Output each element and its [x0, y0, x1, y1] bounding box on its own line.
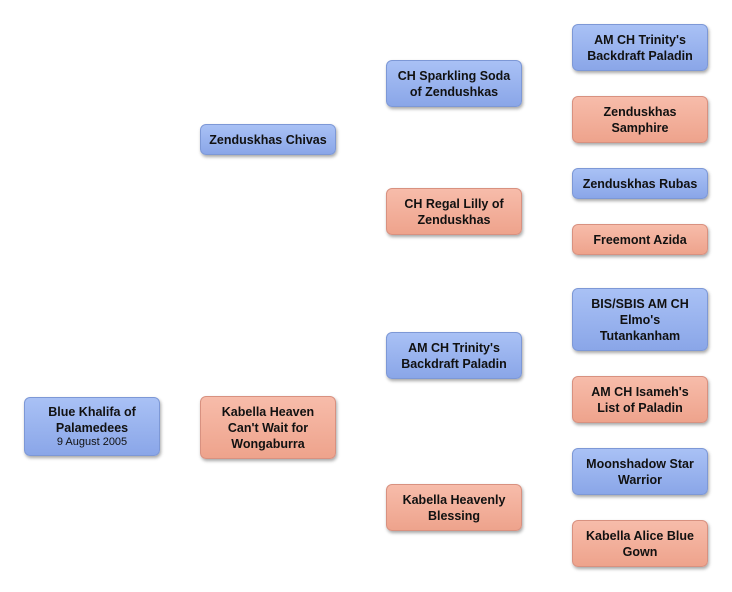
- dd-dam-node[interactable]: Kabella Alice Blue Gown: [572, 520, 708, 567]
- subject-name: Blue Khalifa of Palamedees: [48, 405, 136, 435]
- dd-dam-name: Kabella Alice Blue Gown: [586, 528, 694, 559]
- sire-dam-node[interactable]: CH Regal Lilly of Zenduskhas: [386, 188, 522, 235]
- ds-dam-node[interactable]: AM CH Isameh's List of Paladin: [572, 376, 708, 423]
- dam-dam-node[interactable]: Kabella Heavenly Blessing: [386, 484, 522, 531]
- dam-node[interactable]: Kabella Heaven Can't Wait for Wongaburra: [200, 396, 336, 459]
- ss-sire-name: AM CH Trinity's Backdraft Paladin: [587, 32, 693, 63]
- dd-sire-node[interactable]: Moonshadow Star Warrior: [572, 448, 708, 495]
- dam-sire-node[interactable]: AM CH Trinity's Backdraft Paladin: [386, 332, 522, 379]
- ds-dam-name: AM CH Isameh's List of Paladin: [591, 384, 689, 415]
- sd-dam-node[interactable]: Freemont Azida: [572, 224, 708, 255]
- ss-dam-name: Zenduskhas Samphire: [603, 104, 677, 135]
- subject-node[interactable]: Blue Khalifa of Palamedees 9 August 2005: [24, 397, 160, 456]
- sire-name: Zenduskhas Chivas: [209, 132, 327, 147]
- sd-sire-node[interactable]: Zenduskhas Rubas: [572, 168, 708, 199]
- sd-sire-name: Zenduskhas Rubas: [582, 176, 698, 191]
- ss-dam-node[interactable]: Zenduskhas Samphire: [572, 96, 708, 143]
- dam-dam-name: Kabella Heavenly Blessing: [402, 492, 506, 523]
- sire-sire-name: CH Sparkling Soda of Zendushkas: [397, 68, 511, 99]
- sire-node[interactable]: Zenduskhas Chivas: [200, 124, 336, 155]
- sire-dam-name: CH Regal Lilly of Zenduskhas: [404, 196, 504, 227]
- sire-sire-node[interactable]: CH Sparkling Soda of Zendushkas: [386, 60, 522, 107]
- sd-dam-name: Freemont Azida: [593, 232, 687, 247]
- dam-name: Kabella Heaven Can't Wait for Wongaburra: [221, 404, 315, 451]
- ds-sire-node[interactable]: BIS/SBIS AM CH Elmo's Tutankanham: [572, 288, 708, 351]
- dd-sire-name: Moonshadow Star Warrior: [586, 456, 694, 487]
- dam-sire-name: AM CH Trinity's Backdraft Paladin: [401, 340, 507, 371]
- ds-sire-name: BIS/SBIS AM CH Elmo's Tutankanham: [591, 296, 689, 343]
- ss-sire-node[interactable]: AM CH Trinity's Backdraft Paladin: [572, 24, 708, 71]
- subject-date: 9 August 2005: [56, 436, 128, 448]
